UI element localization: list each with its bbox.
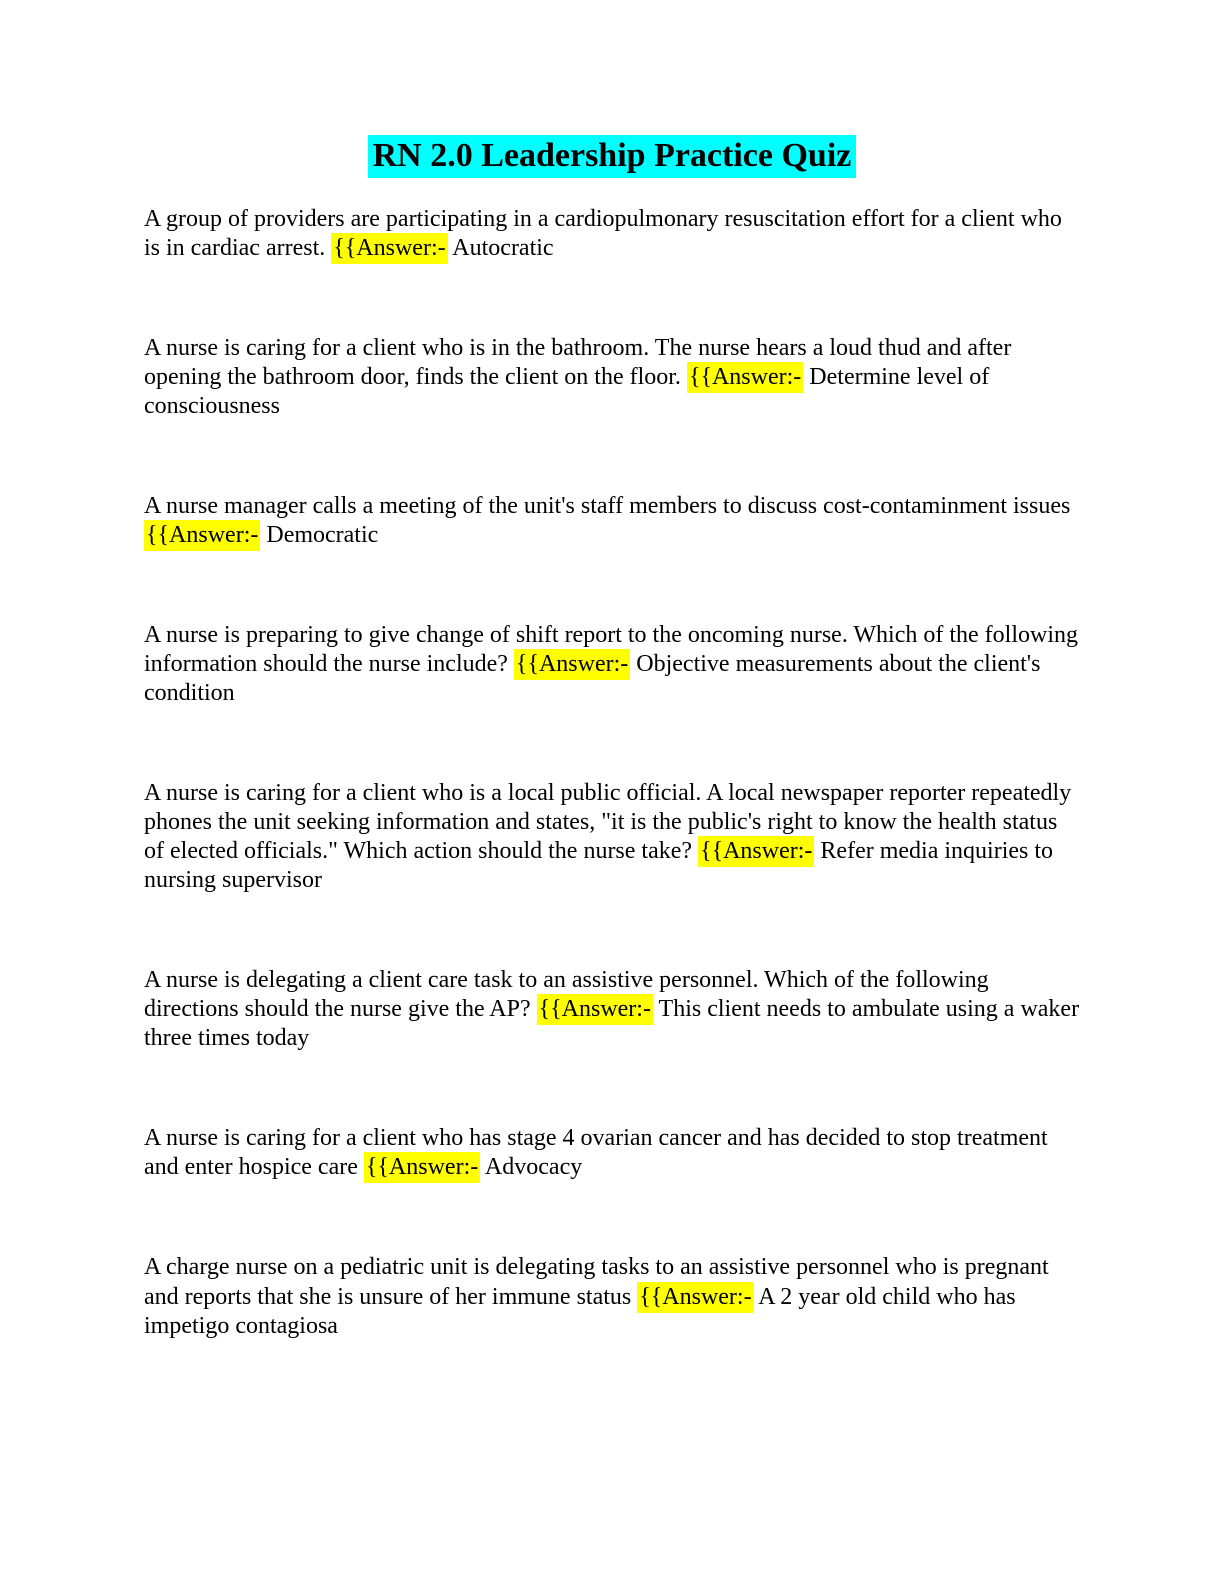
- answer-marker-highlight: {{Answer:-: [536, 994, 653, 1026]
- question-text: A nurse is preparing to give change of s…: [144, 622, 1079, 678]
- answer-text: Democratic: [260, 522, 379, 549]
- question-text: A charge nurse on a pediatric unit is de…: [144, 1254, 1049, 1310]
- question-text: A nurse is caring for a client who is in…: [144, 334, 1012, 390]
- questions-list: A group of providers are participating i…: [144, 205, 1080, 1341]
- answer-marker-highlight: {{Answer:-: [331, 232, 448, 264]
- question-text: A group of providers are participating i…: [144, 205, 1062, 261]
- question-text: A nurse manager calls a meeting of the u…: [144, 493, 1071, 520]
- answer-marker-highlight: {{Answer:-: [144, 520, 261, 552]
- answer-marker-highlight: {{Answer:-: [637, 1281, 754, 1313]
- question-item: A nurse is caring for a client who is in…: [144, 334, 1080, 421]
- answer-marker-highlight: {{Answer:-: [363, 1152, 481, 1184]
- answer-text: A 2 year old child who has impetigo cont…: [144, 1283, 1016, 1339]
- page-title: RN 2.0 Leadership Practice Quiz: [144, 134, 1080, 179]
- answer-text: Autocratic: [447, 234, 554, 261]
- answer-text: Refer media inquiries to nursing supervi…: [144, 838, 1054, 894]
- question-item: A nurse is caring for a client who has s…: [144, 1124, 1080, 1184]
- question-item: A nurse manager calls a meeting of the u…: [144, 492, 1080, 552]
- question-text: A nurse is caring for a client who has s…: [144, 1125, 1048, 1181]
- question-text: A nurse is delegating a client care task…: [144, 967, 989, 1023]
- question-item: A charge nurse on a pediatric unit is de…: [144, 1253, 1080, 1340]
- answer-marker-highlight: {{Answer:-: [698, 836, 815, 868]
- answer-text: Objective measurements about the client'…: [144, 651, 1041, 707]
- question-item: A nurse is preparing to give change of s…: [144, 621, 1080, 708]
- question-item: A nurse is caring for a client who is a …: [144, 779, 1080, 895]
- answer-text: Advocacy: [480, 1154, 583, 1181]
- answer-marker-highlight: {{Answer:-: [686, 361, 804, 393]
- title-highlight: RN 2.0 Leadership Practice Quiz: [367, 135, 857, 178]
- question-text: A nurse is caring for a client who is a …: [144, 780, 1072, 865]
- answer-text: This client needs to ambulate using a wa…: [144, 996, 1080, 1052]
- answer-text: Determine level of consciousness: [144, 363, 990, 419]
- answer-marker-highlight: {{Answer:-: [513, 649, 631, 681]
- question-item: A group of providers are participating i…: [144, 205, 1080, 264]
- question-item: A nurse is delegating a client care task…: [144, 966, 1080, 1053]
